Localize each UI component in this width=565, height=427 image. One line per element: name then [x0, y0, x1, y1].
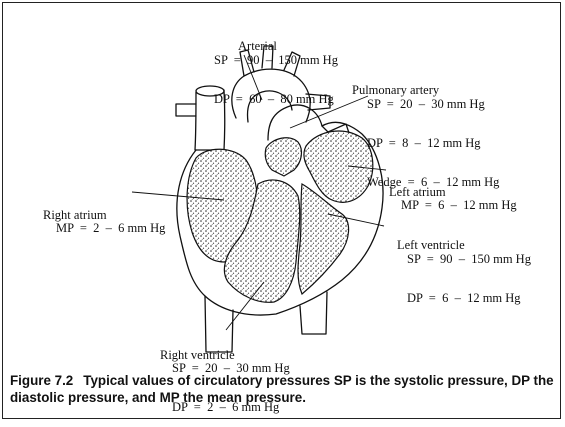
- right-atrium-values: MP = 2 – 6 mm Hg: [56, 196, 165, 248]
- right-atrium-mp: MP = 2 – 6 mm Hg: [56, 222, 165, 235]
- arterial-values: SP = 90 – 150 mm Hg DP = 60 – 80 mm Hg: [214, 28, 338, 119]
- left-ventricle-sp: SP = 90 – 150 mm Hg: [407, 253, 531, 266]
- pulmonary-artery-dp: DP = 8 – 12 mm Hg: [367, 137, 499, 150]
- left-ventricle-values: SP = 90 – 150 mm Hg DP = 6 – 12 mm Hg: [407, 227, 531, 318]
- figure-caption-text: Typical values of circulatory pressures …: [10, 373, 554, 405]
- arterial-sp: SP = 90 – 150 mm Hg: [214, 54, 338, 67]
- pulmonary-artery-sp: SP = 20 – 30 mm Hg: [367, 98, 499, 111]
- arterial-dp: DP = 60 – 80 mm Hg: [214, 93, 338, 106]
- pulmonary-valve-region: [265, 138, 301, 176]
- left-ventricle-dp: DP = 6 – 12 mm Hg: [407, 292, 531, 305]
- left-atrium-mp: MP = 6 – 12 mm Hg: [401, 199, 517, 212]
- left-vessel: [176, 104, 196, 116]
- figure-number: Figure 7.2: [10, 373, 73, 388]
